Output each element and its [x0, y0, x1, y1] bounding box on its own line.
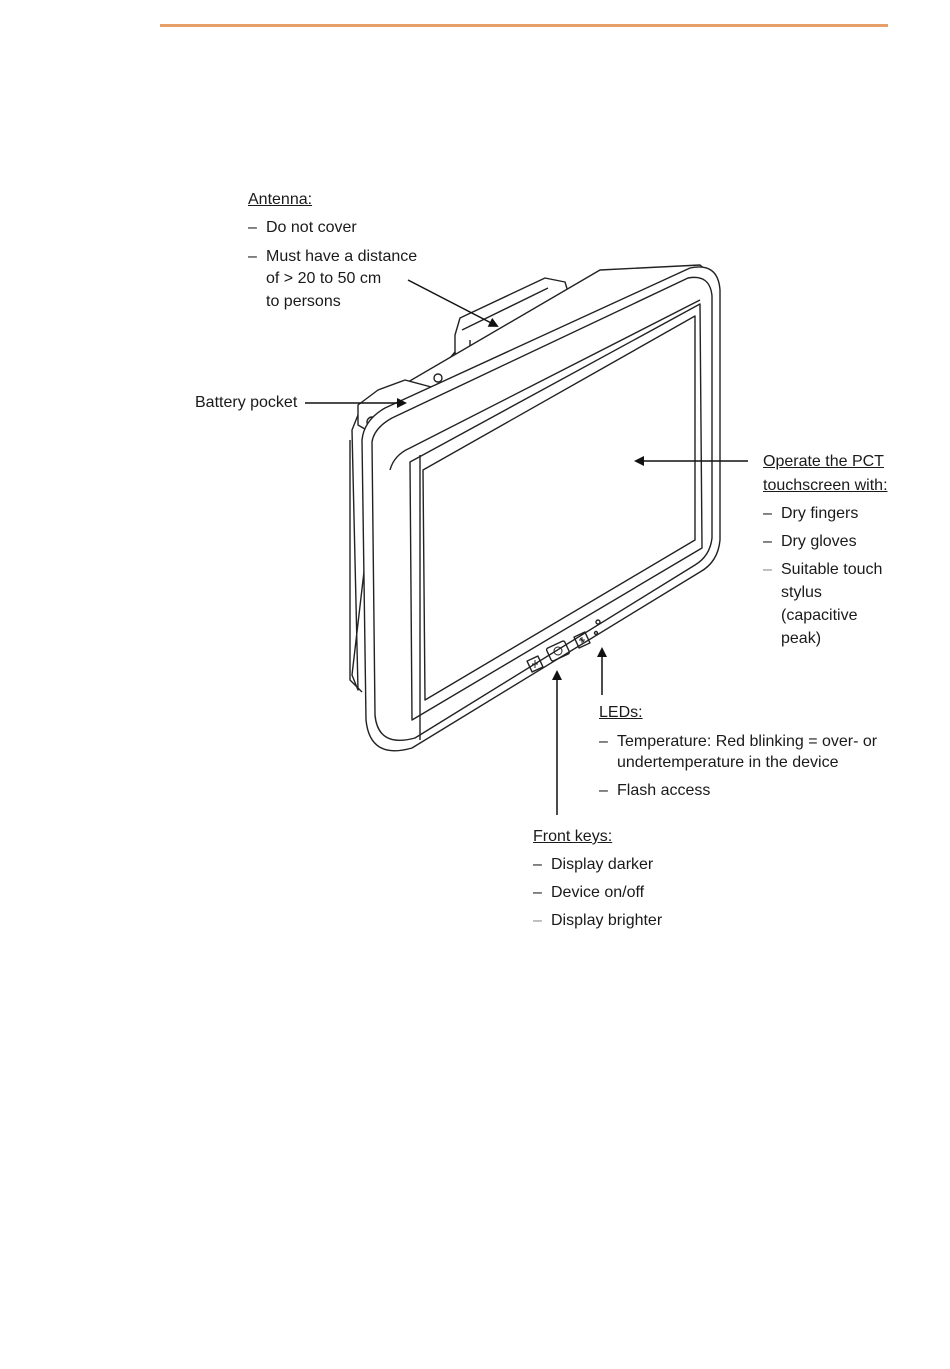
- antenna-heading: Antenna:: [248, 191, 313, 208]
- touchscreen-item: –Suitable touch: [763, 561, 883, 578]
- antenna-item-continued: of > 20 to 50 cm: [266, 270, 382, 287]
- led-temperature: [595, 619, 601, 625]
- sun-minus-icon: [532, 660, 538, 668]
- touchscreen-heading: touchscreen with:: [763, 477, 888, 494]
- leds-item: –Flash access: [599, 782, 711, 799]
- battery-pocket-label: Battery pocket: [195, 394, 298, 411]
- leds-heading: LEDs:: [599, 704, 643, 721]
- led-flash: [593, 630, 599, 636]
- screen: [422, 315, 696, 701]
- antenna-item-continued: to persons: [266, 293, 341, 310]
- front-keys-item: –Display darker: [533, 856, 654, 873]
- front-keys-item: –Display brighter: [533, 912, 663, 929]
- key-brighter: [573, 631, 591, 649]
- touchscreen-item-continued: stylus: [781, 584, 822, 601]
- power-icon: [553, 646, 563, 656]
- bezel-inner: [371, 276, 713, 742]
- touchscreen-item-continued: peak): [781, 630, 822, 647]
- header-rule: [160, 24, 888, 27]
- touchscreen-item-continued: (capacitive: [781, 607, 858, 624]
- front-keys-item: –Device on/off: [533, 884, 645, 901]
- leds-item-continued: undertemperature in the device: [617, 754, 839, 771]
- antenna-item: –Must have a distance: [248, 248, 418, 265]
- key-power: [545, 640, 571, 662]
- touchscreen-heading: Operate the PCT: [763, 453, 884, 470]
- antenna-arrow: [407, 279, 499, 327]
- touchscreen-item: –Dry gloves: [763, 533, 857, 550]
- tablet-device: [349, 264, 721, 752]
- antenna-item: –Do not cover: [248, 219, 357, 236]
- sun-plus-icon: [579, 637, 585, 643]
- touchscreen-item: –Dry fingers: [763, 505, 859, 522]
- key-darker: [526, 655, 544, 673]
- leds-item: –Temperature: Red blinking = over- or: [599, 733, 878, 750]
- front-keys-heading: Front keys:: [533, 828, 613, 845]
